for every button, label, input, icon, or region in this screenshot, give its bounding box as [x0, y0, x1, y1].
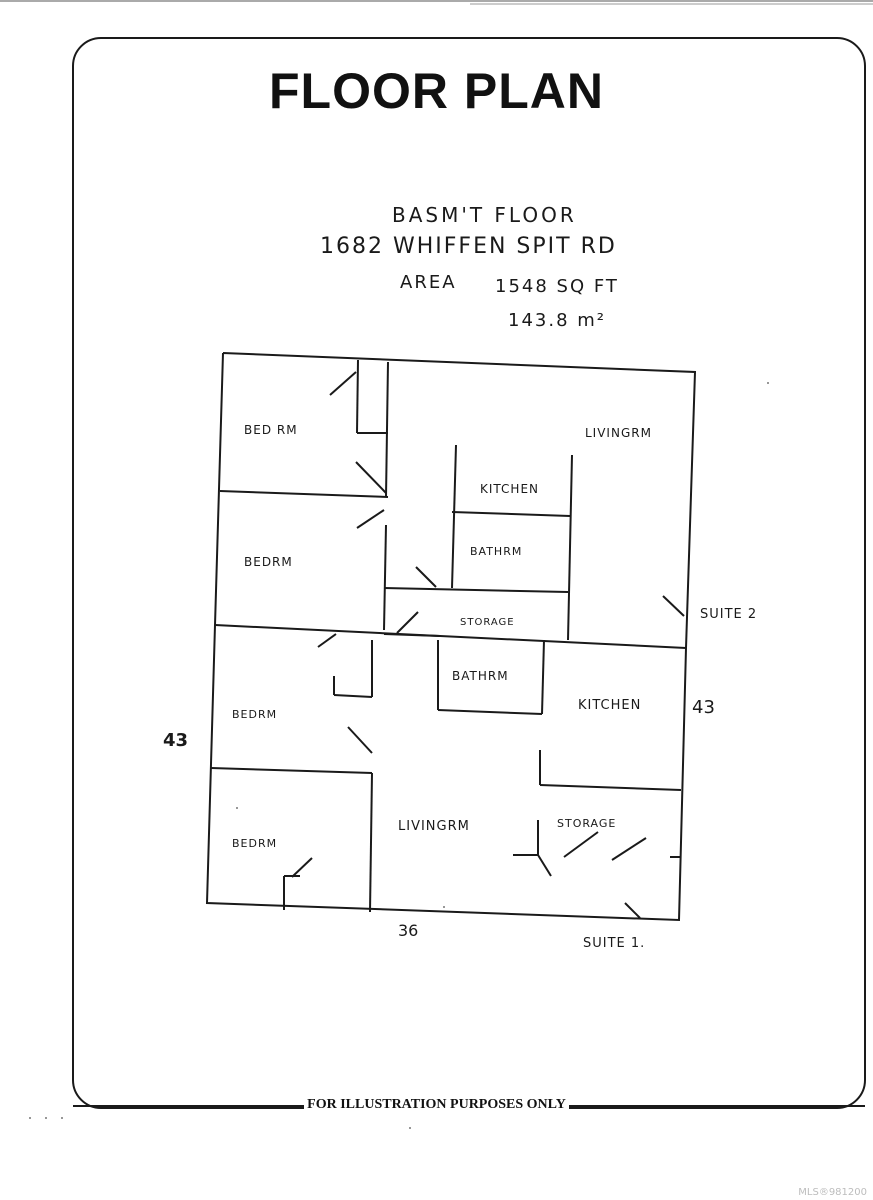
room-label-storage-bottom: STORAGE: [557, 817, 616, 830]
room-label-bathrm-bottom: BATHRM: [452, 669, 509, 683]
interior-walls: [210, 359, 687, 913]
area-label: AREA: [400, 272, 457, 293]
dimension-left: 43: [163, 730, 188, 751]
area-sqft: 1548 SQ FT: [495, 276, 619, 297]
dimension-right: 43: [692, 697, 715, 718]
scan-specks: [29, 382, 769, 1129]
door-swings: [291, 371, 685, 919]
suite-2-label: SUITE 2: [700, 607, 757, 622]
footer-disclaimer: FOR ILLUSTRATION PURPOSES ONLY: [0, 1097, 873, 1113]
room-label-bedrm-4: BEDRM: [232, 837, 277, 850]
room-label-livingrm-bottom: LIVINGRM: [398, 819, 470, 834]
room-label-storage-top: STORAGE: [460, 617, 515, 628]
area-m2: 143.8 m²: [508, 310, 606, 331]
room-label-bathrm-top: BATHRM: [470, 545, 522, 558]
dimension-bottom: 36: [398, 921, 418, 940]
mls-watermark: MLS®981200: [798, 1187, 867, 1198]
footer-disclaimer-text: FOR ILLUSTRATION PURPOSES ONLY: [304, 1097, 569, 1112]
page-frame: [72, 37, 866, 1109]
room-label-bedrm-2: BEDRM: [244, 555, 293, 569]
room-label-bedrm-3: BEDRM: [232, 708, 277, 721]
page-title: FLOOR PLAN: [269, 63, 604, 119]
room-label-kitchen-top: KITCHEN: [480, 482, 539, 496]
room-label-livingrm-top: LIVINGRM: [585, 426, 652, 440]
floor-label: BASM'T FLOOR: [392, 203, 577, 227]
room-label-bedrm-1: BED RM: [244, 423, 298, 437]
room-label-kitchen-bottom: KITCHEN: [578, 698, 641, 713]
address-label: 1682 WHIFFEN SPIT RD: [320, 234, 617, 259]
suite-1-label: SUITE 1.: [583, 936, 645, 951]
